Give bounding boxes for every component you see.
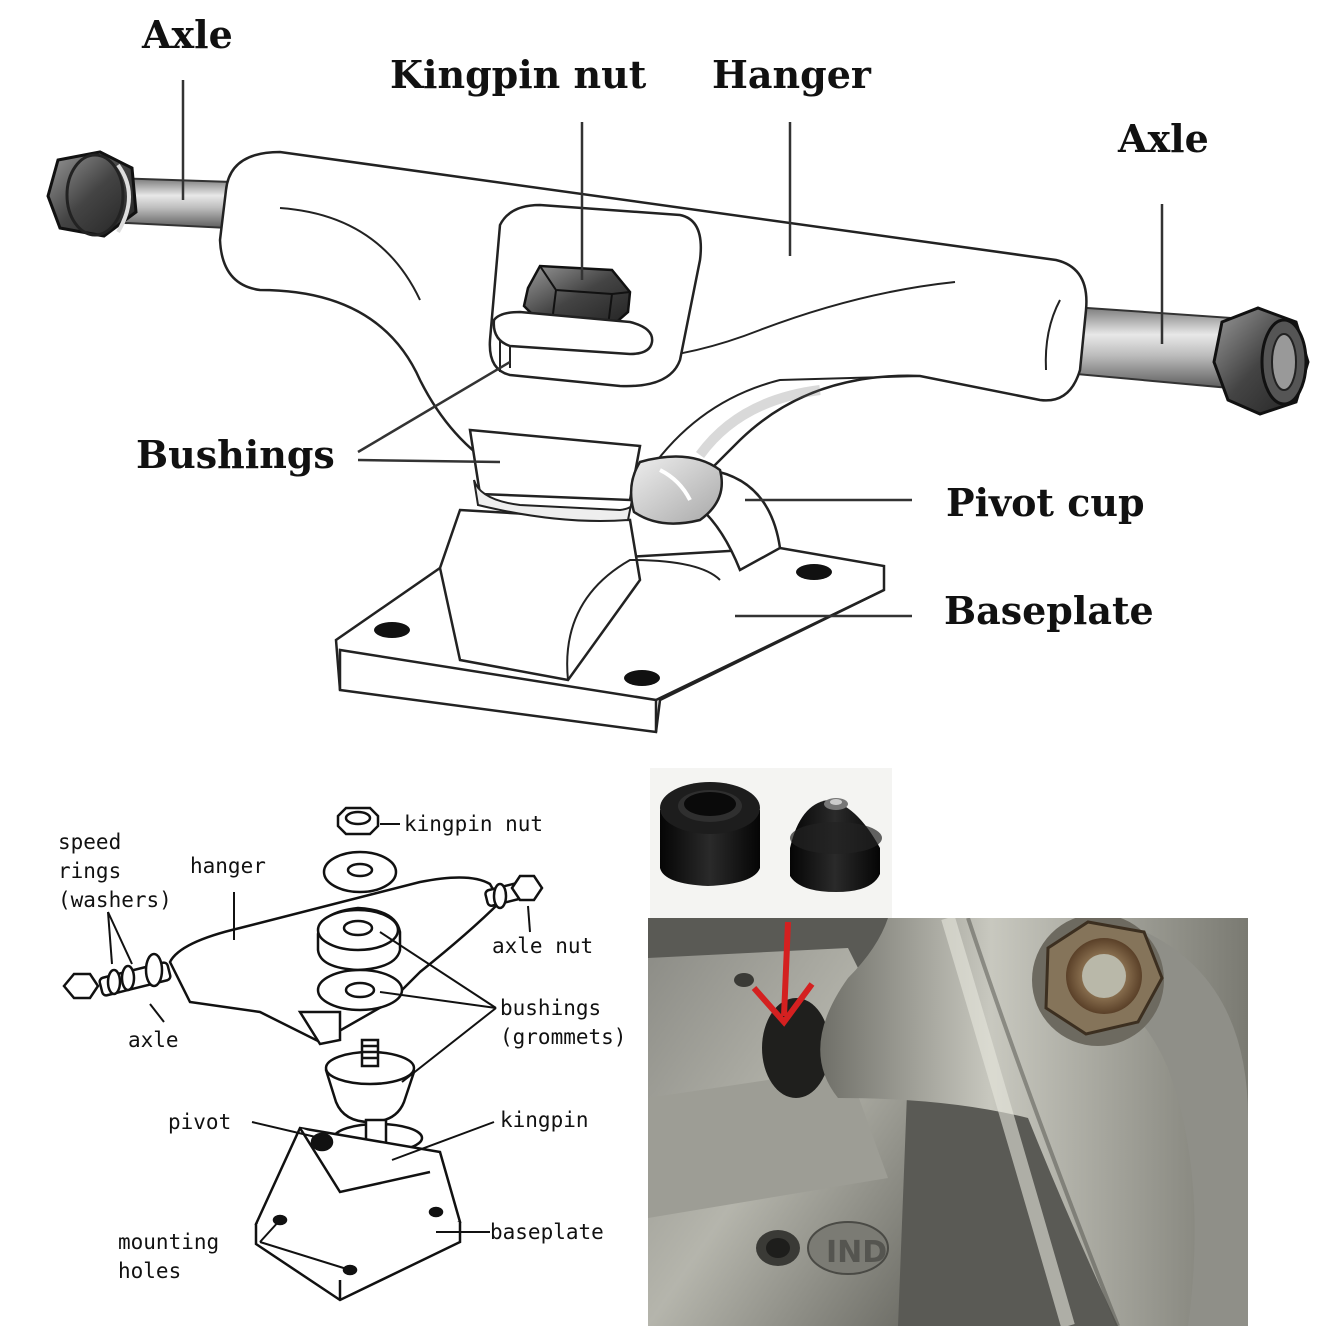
label-exploded-pivot: pivot — [168, 1110, 232, 1134]
cylinder-bushing — [660, 782, 760, 886]
cone-bushing — [790, 798, 882, 892]
label-exploded-speed-rings: speed rings (washers) — [58, 830, 172, 912]
label-hanger: Hanger — [712, 52, 871, 97]
exploded-axle-left — [62, 952, 172, 1000]
mounting-hole-icon — [796, 564, 832, 580]
exploded-kingpin-nut — [336, 806, 380, 836]
label-exploded-axle: axle — [128, 1028, 179, 1052]
exploded-bottom-bushing — [324, 1038, 416, 1124]
label-axle-right: Axle — [1118, 116, 1209, 161]
leader-lines — [181, 80, 1164, 618]
truck-illustration — [46, 80, 1310, 734]
photo-kingpin-nut — [1032, 918, 1164, 1046]
photo-stamp-text: IND — [826, 1235, 887, 1270]
label-bushings: Bushings — [136, 432, 335, 477]
label-kingpin-nut: Kingpin nut — [390, 52, 647, 97]
photo-pivot-hole — [762, 998, 830, 1098]
exploded-illustration — [62, 806, 544, 1302]
label-exploded-kingpin-nut: kingpin nut — [404, 812, 544, 836]
exploded-top-washer — [322, 850, 398, 894]
pivot-cup-drawing — [629, 455, 723, 525]
label-exploded-baseplate: baseplate — [490, 1220, 604, 1244]
right-axle-nut — [1212, 306, 1310, 416]
exploded-axle-right — [484, 874, 544, 910]
exploded-baseplate — [254, 1126, 462, 1302]
label-exploded-kingpin: kingpin — [500, 1108, 589, 1132]
truck-closeup-photo: IND — [648, 918, 1248, 1326]
label-pivot-cup: Pivot cup — [946, 480, 1145, 525]
bottom-bushing-drawing — [468, 428, 642, 522]
exploded-lower-washer — [316, 968, 404, 1012]
label-axle-left: Axle — [142, 12, 233, 57]
label-exploded-mounting-holes: mounting holes — [118, 1230, 220, 1283]
exploded-mounting-hole-icon — [428, 1206, 444, 1218]
mounting-hole-icon — [624, 670, 660, 686]
label-exploded-hanger: hanger — [190, 854, 266, 878]
mounting-hole-icon — [374, 622, 410, 638]
bushings-photo — [650, 768, 892, 918]
left-axle-nut — [46, 150, 138, 238]
label-exploded-axle-nut: axle nut — [492, 934, 594, 958]
red-arrow-icon — [751, 921, 815, 1027]
top-bushing-drawing — [492, 310, 654, 372]
hanger-drawing — [218, 150, 1088, 482]
label-exploded-bushings: bushings (grommets) — [500, 996, 627, 1049]
exploded-leader-lines — [107, 823, 531, 1271]
baseplate-drawing — [334, 468, 886, 734]
exploded-top-bushing — [316, 906, 402, 972]
label-baseplate: Baseplate — [944, 588, 1154, 633]
